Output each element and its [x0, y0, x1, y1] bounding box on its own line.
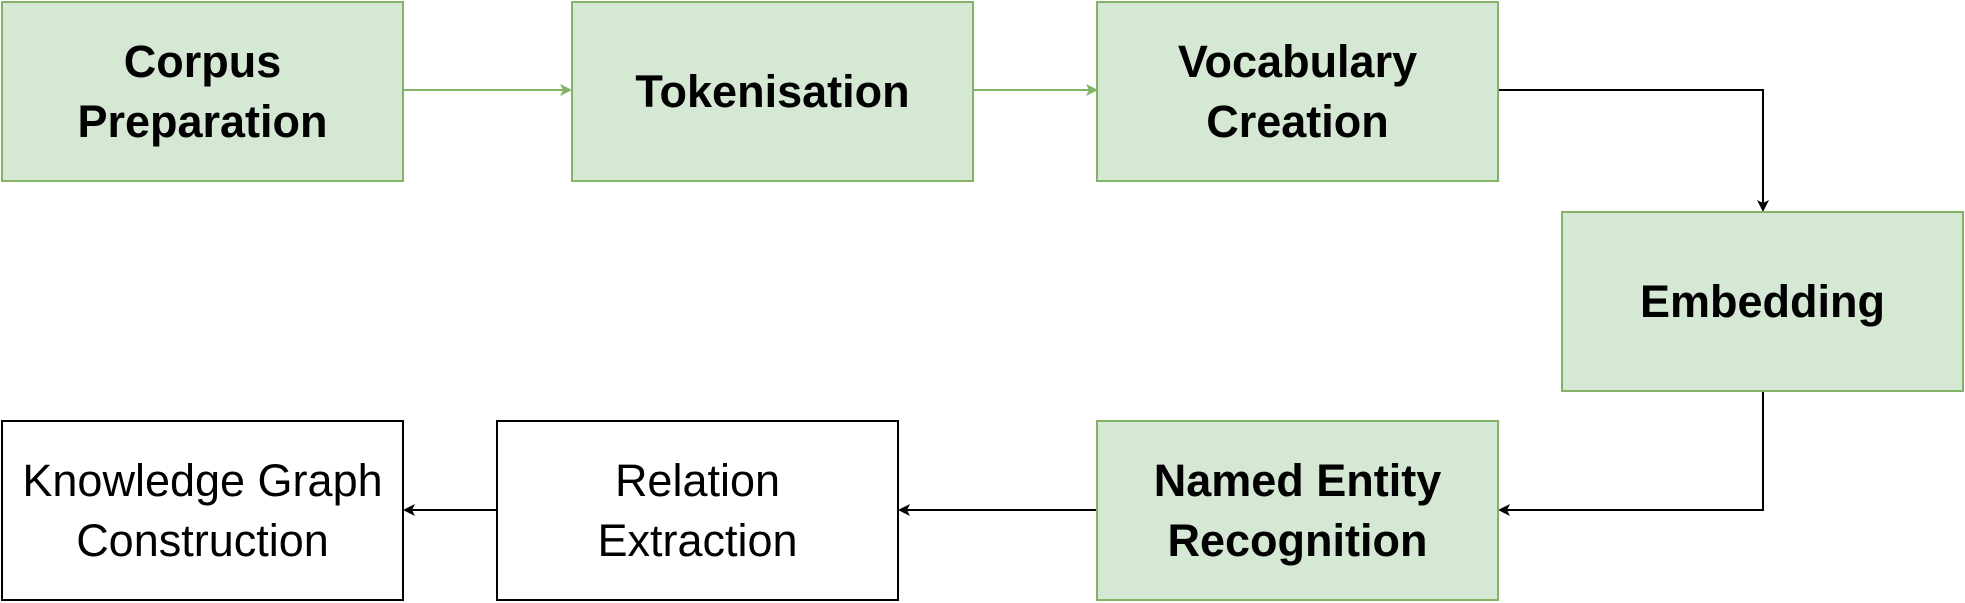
arrow-embedding-to-ner [1498, 392, 1764, 516]
node-label: Vocabulary Creation [1177, 36, 1418, 147]
arrow-vocabulary-to-embedding [1499, 89, 1769, 212]
node-label: Tokenisation [635, 65, 910, 117]
node-relation-extraction: Relation Extraction [496, 420, 899, 601]
node-vocabulary-creation: Vocabulary Creation [1096, 1, 1499, 182]
node-knowledge-graph-construction: Knowledge Graph Construction [1, 420, 404, 601]
node-label: Knowledge Graph Construction [22, 455, 383, 566]
node-label: Relation Extraction [597, 455, 798, 566]
node-tokenisation: Tokenisation [571, 1, 974, 182]
node-named-entity-recognition: Named Entity Recognition [1096, 420, 1499, 601]
node-label: Corpus Preparation [77, 36, 328, 147]
node-label: Named Entity Recognition [1153, 455, 1442, 566]
node-embedding: Embedding [1561, 211, 1964, 392]
node-label: Embedding [1640, 275, 1885, 327]
node-corpus-preparation: Corpus Preparation [1, 1, 404, 182]
